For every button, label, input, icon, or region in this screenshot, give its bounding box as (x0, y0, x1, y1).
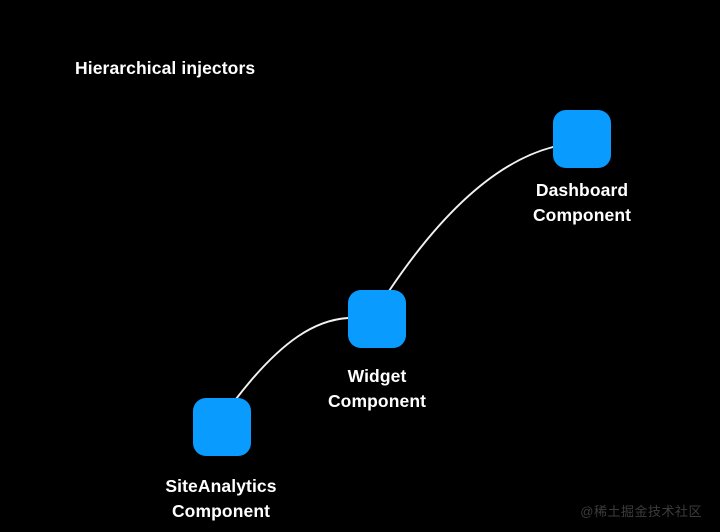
edge-widget-to-dashboard (388, 146, 554, 292)
node-widget-label: Widget Component (328, 364, 426, 414)
node-widget-label-line2: Component (327, 391, 427, 411)
node-siteanalytics-label: SiteAnalytics Component (165, 474, 276, 524)
page-title: Hierarchical injectors (75, 58, 256, 78)
node-siteanalytics-label-line2: Component (171, 501, 271, 521)
node-siteanalytics-label-line1: SiteAnalytics (165, 476, 277, 496)
node-widget-label-line1: Widget (347, 366, 407, 386)
node-dashboard-label-line1: Dashboard (535, 180, 629, 200)
watermark: @稀土掘金技术社区 (580, 504, 702, 519)
node-widget-box[interactable] (348, 290, 406, 348)
node-siteanalytics-box[interactable] (193, 398, 251, 456)
node-dashboard-label-line2: Component (532, 205, 632, 225)
node-dashboard-box[interactable] (553, 110, 611, 168)
node-dashboard-label: Dashboard Component (533, 178, 631, 228)
